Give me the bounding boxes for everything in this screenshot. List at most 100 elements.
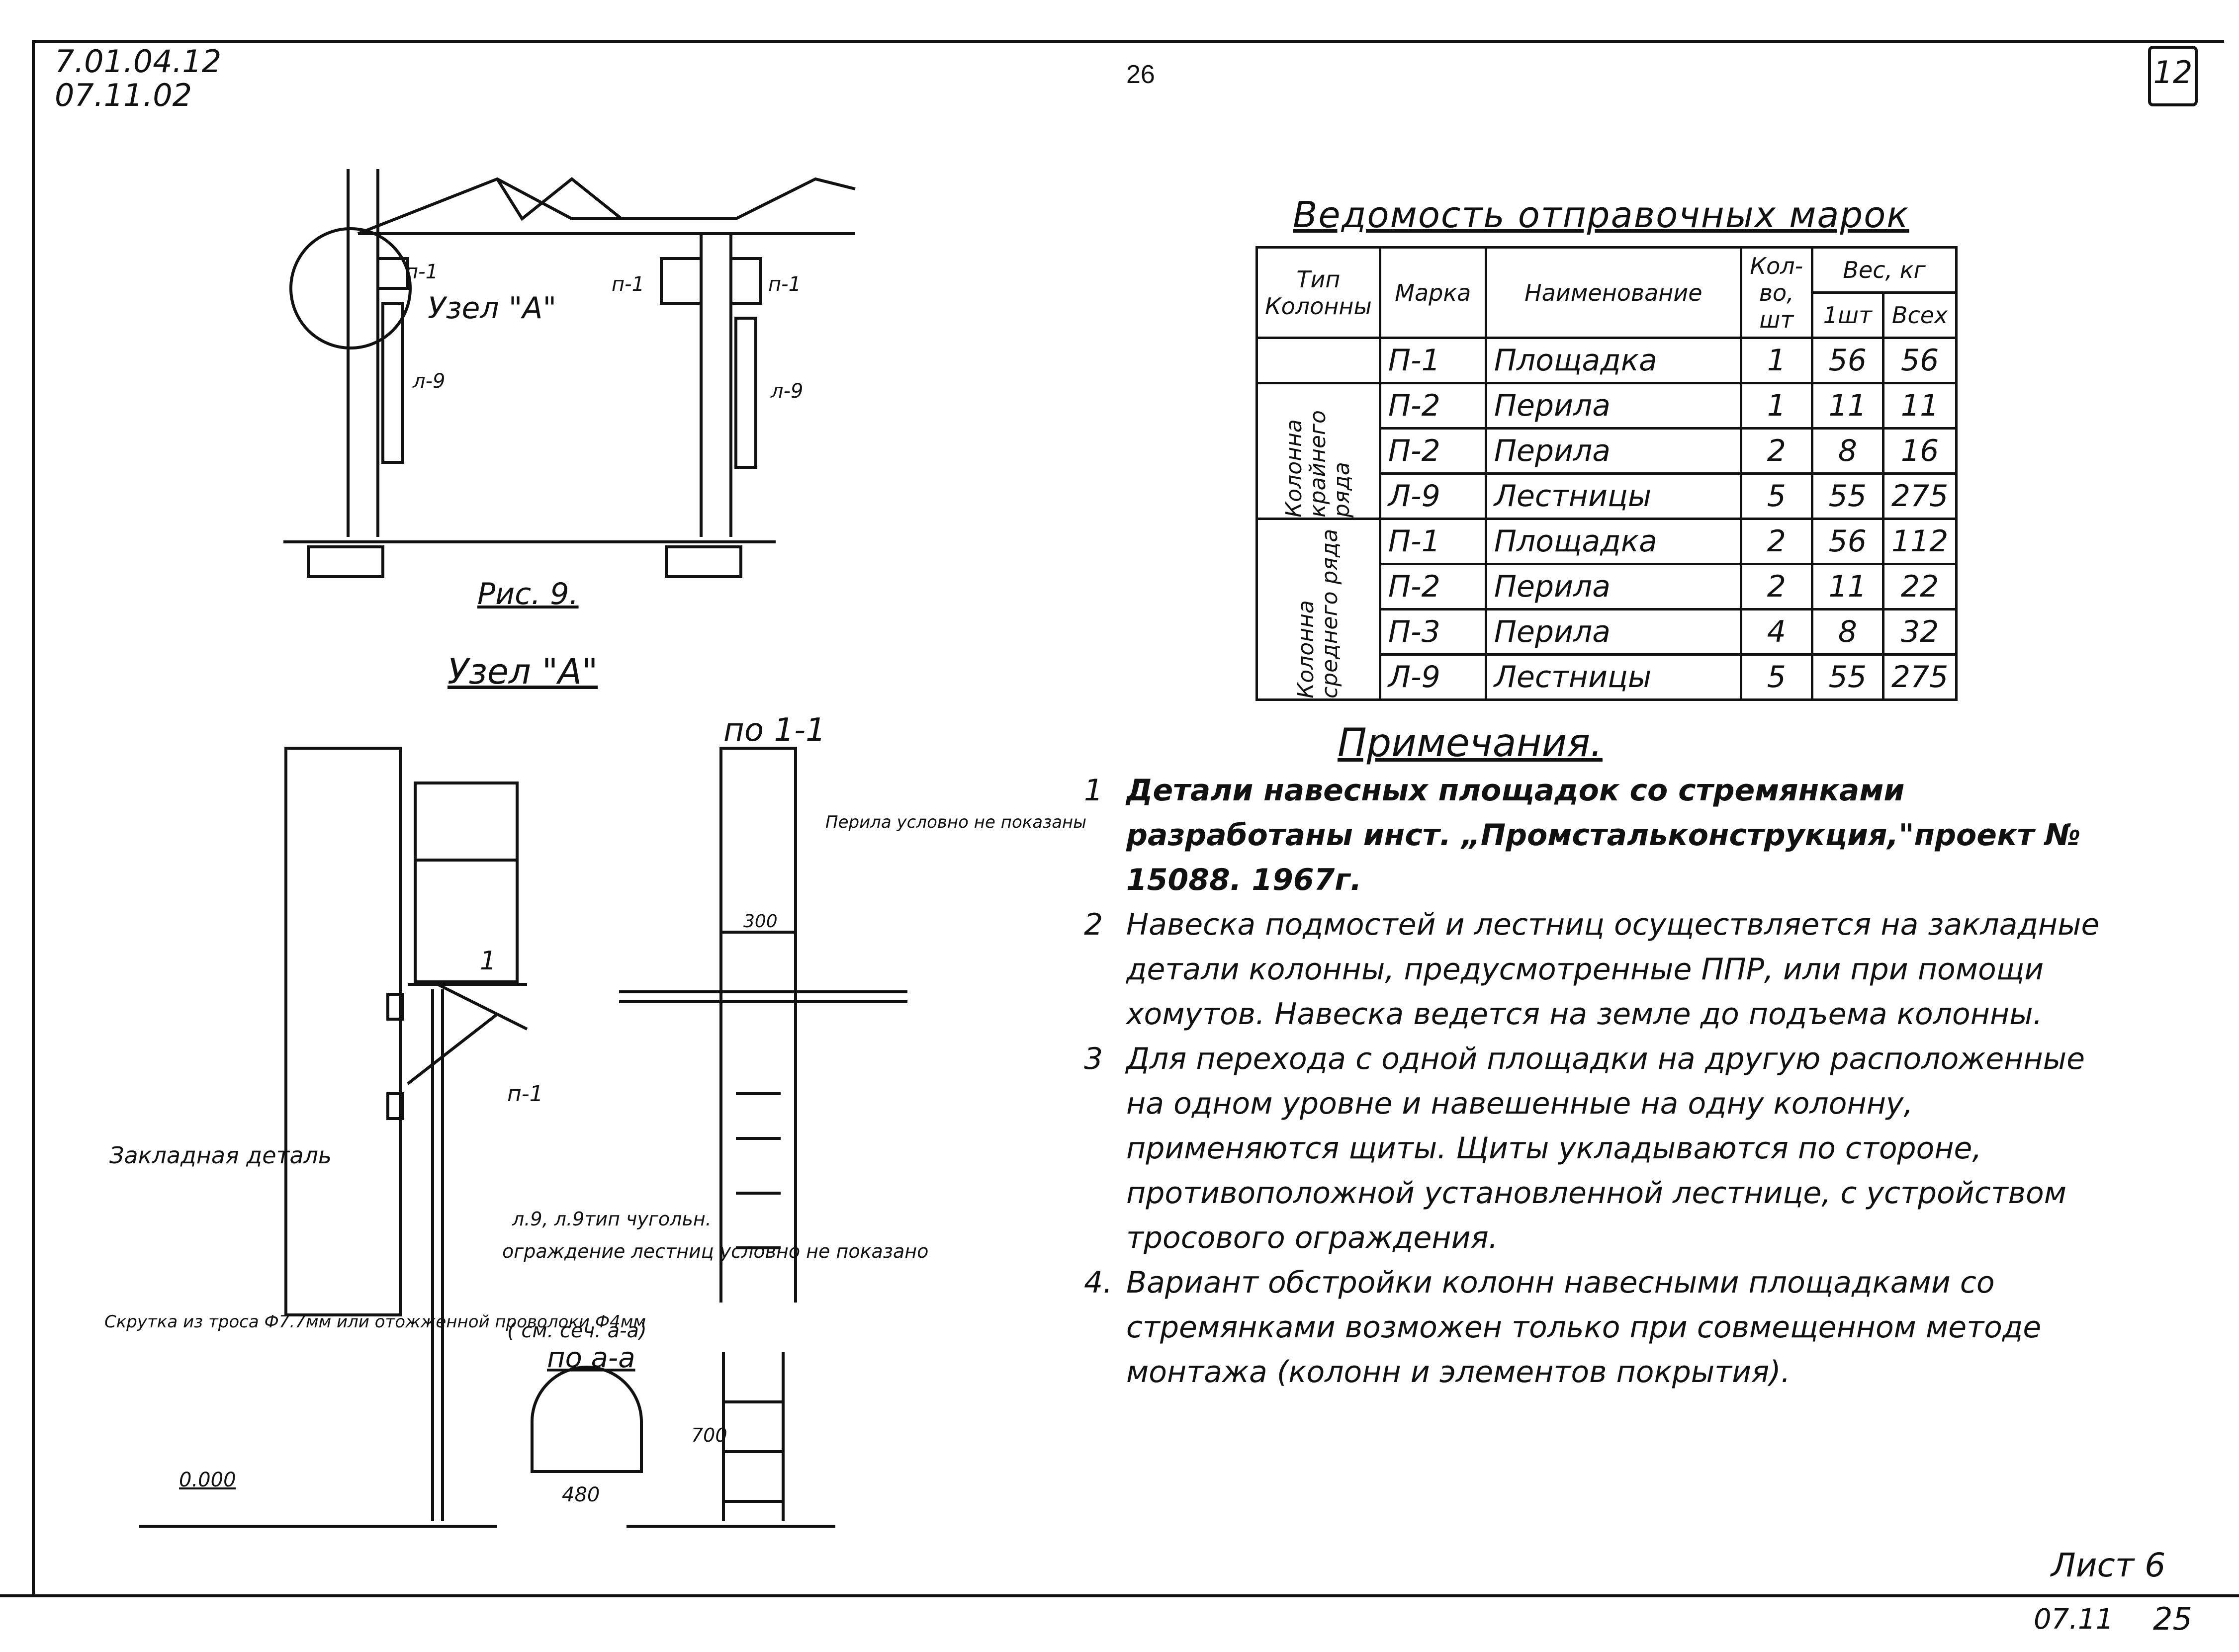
table-subheader-row: 1шт Всех — [1257, 291, 1958, 339]
cell-weight-unit: 56 — [1810, 518, 1884, 565]
cell-qty: 1 — [1739, 382, 1813, 430]
cell-qty: 4 — [1739, 608, 1813, 656]
table-row: П-2 Перила 2 11 22 — [1257, 563, 1958, 610]
cell-name: Перила — [1484, 563, 1742, 610]
group-cell-middle-row: Колонна среднего ряда — [1255, 518, 1381, 701]
shipping-marks-table: Тип Колонны Марка Наименование Кол-во, ш… — [1255, 246, 1958, 701]
cell-weight-unit: 8 — [1810, 427, 1884, 475]
node-label-top: Узел "А" — [428, 291, 556, 326]
document-code: 7.01.04.12 07.11.02 — [55, 45, 221, 112]
cell-mark: Л-9 — [1378, 653, 1487, 701]
cell-name: Перила — [1484, 382, 1742, 430]
table-title: Ведомость отправочных марок — [1293, 194, 1909, 236]
railing-note: Перила условно не показаны — [825, 812, 1086, 832]
note-text: Для перехода с одной площадки на другую … — [1126, 1042, 2085, 1255]
note-number: 2 — [1084, 907, 1103, 942]
header-mark: Марка — [1378, 246, 1487, 339]
twist-note: Скрутка из троса Ф7.7мм или отожженной п… — [104, 1312, 646, 1332]
doc-code-line-2: 07.11.02 — [55, 77, 192, 113]
doc-code-line-1: 7.01.04.12 — [55, 43, 222, 80]
group-middle-row-label: Колонна среднего ряда — [1293, 528, 1343, 698]
cell-mark: Л-9 — [1378, 472, 1487, 520]
note-item: 3 Для перехода с одной площадки на другу… — [1084, 1037, 2108, 1260]
cell-weight-total: 275 — [1881, 653, 1958, 701]
notes-list: 1 Детали навесных площадок со стремянкам… — [1084, 768, 2108, 1394]
cell-weight-unit: 11 — [1810, 563, 1884, 610]
cell-mark: П-2 — [1378, 382, 1487, 430]
cell-mark: П-1 — [1378, 337, 1487, 384]
note-text: Навеска подмостей и лестниц осуществляет… — [1126, 907, 2100, 1032]
notes-title: Примечания. — [1338, 721, 1603, 766]
footer-code: 07.11 — [2034, 1603, 2114, 1636]
drawing-area: Узел "А" п-1 п-1 п-1 л-9 л-9 Рис. 9. Узе… — [104, 169, 1086, 1528]
frame-sketch — [283, 169, 856, 578]
header-weight-total: Всех — [1881, 291, 1958, 339]
node-detail — [139, 747, 907, 1528]
footer-number: 25 — [2153, 1601, 2192, 1637]
ladder-note-1: л.9, л.9тип чугольн. — [512, 1208, 712, 1230]
cell-mark: П-2 — [1378, 427, 1487, 475]
frame-top-line — [35, 40, 2224, 43]
cell-qty: 2 — [1739, 563, 1813, 610]
cell-mark: П-3 — [1378, 608, 1487, 656]
group-outer-row-label: Колонна крайнего ряда — [1281, 410, 1355, 518]
dimension-300: 300 — [743, 911, 778, 932]
section-a-a-title: по а-а — [547, 1342, 635, 1374]
header-type-line-2: Колонны — [1265, 292, 1372, 320]
header-name: Наименование — [1484, 246, 1742, 339]
cell-weight-total: 275 — [1881, 472, 1958, 520]
mark-p1-detail: п-1 — [507, 1081, 543, 1107]
node-title: Узел "А" — [448, 651, 598, 692]
note-text: Детали навесных площадок со стремянками … — [1126, 773, 2081, 897]
cell-qty: 5 — [1739, 653, 1813, 701]
sheet-stamp: 12 — [2148, 46, 2198, 106]
embedded-part-label: Закладная деталь — [109, 1142, 332, 1169]
ladder-note-3: ( см. сеч. а-а) — [507, 1319, 647, 1342]
ladder-note-2: ограждение лестниц условно не показано — [502, 1240, 928, 1262]
cell-weight-unit: 8 — [1810, 608, 1884, 656]
dimension-480: 480 — [562, 1483, 600, 1506]
cell-name: Лестницы — [1484, 653, 1742, 701]
note-number: 4. — [1084, 1265, 1113, 1300]
cell-name: Перила — [1484, 427, 1742, 475]
callout-1: 1 — [480, 946, 496, 976]
table-row: Л-9 Лестницы 5 55 275 — [1257, 472, 1958, 520]
cell-qty: 2 — [1739, 518, 1813, 565]
table-row: Колонна среднего ряда П-1 Площадка 2 56 … — [1255, 518, 1958, 701]
header-type: Тип Колонны — [1255, 246, 1381, 339]
cell-mark: П-2 — [1378, 563, 1487, 610]
cell-name: Площадка — [1484, 337, 1742, 384]
mark-l9-left: л-9 — [412, 370, 445, 393]
table-row: Колонна крайнего ряда П-2 Перила 1 11 11 — [1255, 382, 1958, 520]
cell-weight-total: 32 — [1881, 608, 1958, 656]
note-text: Вариант обстройки колонн навесными площа… — [1126, 1265, 2042, 1390]
mark-p1-left: п-1 — [405, 261, 438, 283]
cell-weight-unit: 11 — [1810, 382, 1884, 430]
level-zero: 0.000 — [179, 1469, 236, 1491]
table-row: П-2 Перила 2 8 16 — [1257, 427, 1958, 475]
cell-weight-total: 56 — [1881, 337, 1958, 384]
note-item: 4. Вариант обстройки колонн навесными пл… — [1084, 1260, 2108, 1394]
group-cell-outer-row: Колонна крайнего ряда — [1255, 382, 1381, 520]
cell-qty: 5 — [1739, 472, 1813, 520]
note-number: 1 — [1084, 773, 1103, 808]
cell-name: Площадка — [1484, 518, 1742, 565]
section-1-1-title: по 1-1 — [723, 712, 826, 749]
header-weight: Вес, кг — [1810, 246, 1958, 294]
table-row: П-3 Перила 4 8 32 — [1257, 608, 1958, 656]
cell-weight-unit: 55 — [1810, 472, 1884, 520]
frame-left-line — [32, 40, 35, 1597]
table-row: П-1 Площадка 1 56 56 — [1255, 337, 1958, 384]
page-number: 26 — [1126, 60, 1155, 89]
cell-name: Лестницы — [1484, 472, 1742, 520]
sheet-label: Лист 6 — [2051, 1546, 2166, 1584]
cell-name: Перила — [1484, 608, 1742, 656]
note-item: 1 Детали навесных площадок со стремянкам… — [1084, 768, 2108, 902]
figure-caption: Рис. 9. — [477, 577, 579, 611]
cell-weight-unit: 55 — [1810, 653, 1884, 701]
frame-bottom-line — [0, 1594, 2239, 1597]
group-cell-empty — [1255, 337, 1381, 384]
note-item: 2 Навеска подмостей и лестниц осуществля… — [1084, 902, 2108, 1037]
table-row: Л-9 Лестницы 5 55 275 — [1257, 653, 1958, 701]
dimension-700: 700 — [691, 1424, 727, 1446]
